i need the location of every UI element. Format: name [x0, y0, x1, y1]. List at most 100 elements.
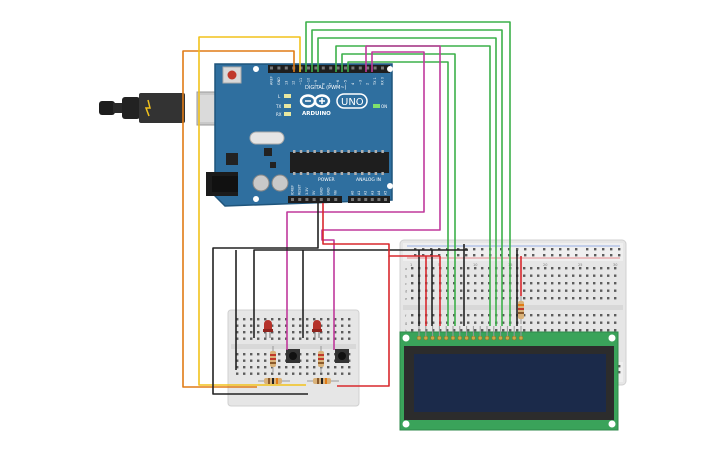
- breadboard-hole[interactable]: [236, 337, 239, 340]
- breadboard-hole[interactable]: [257, 324, 260, 327]
- breadboard-hole[interactable]: [544, 329, 547, 332]
- breadboard-hole[interactable]: [467, 282, 470, 285]
- breadboard-hole[interactable]: [327, 372, 330, 375]
- breadboard-hole[interactable]: [532, 248, 535, 251]
- breadboard-hole[interactable]: [495, 329, 498, 332]
- breadboard-hole[interactable]: [439, 329, 442, 332]
- header-pin[interactable]: [384, 198, 387, 201]
- header-pin[interactable]: [334, 198, 338, 201]
- breadboard-hole[interactable]: [271, 366, 274, 369]
- breadboard-hole[interactable]: [460, 329, 463, 332]
- breadboard-hole[interactable]: [320, 372, 323, 375]
- pushbutton-2[interactable]: [335, 349, 349, 363]
- breadboard-hole[interactable]: [558, 314, 561, 317]
- breadboard-hole[interactable]: [292, 372, 295, 375]
- breadboard-hole[interactable]: [250, 353, 253, 356]
- breadboard-hole[interactable]: [586, 314, 589, 317]
- breadboard-hole[interactable]: [502, 274, 505, 277]
- breadboard-hole[interactable]: [523, 282, 526, 285]
- wire-green-6[interactable]: [347, 61, 449, 326]
- wire-green-1[interactable]: [305, 21, 511, 326]
- breadboard-hole[interactable]: [481, 248, 484, 251]
- wire-green-5[interactable]: [341, 53, 456, 326]
- breadboard-hole[interactable]: [411, 267, 414, 270]
- wire-black-2[interactable]: [253, 249, 468, 338]
- breadboard-hole[interactable]: [474, 314, 477, 317]
- breadboard-hole[interactable]: [502, 329, 505, 332]
- breadboard-hole[interactable]: [593, 297, 596, 300]
- breadboard-hole[interactable]: [432, 274, 435, 277]
- breadboard-hole[interactable]: [594, 254, 597, 257]
- breadboard-hole[interactable]: [551, 314, 554, 317]
- breadboard-hole[interactable]: [551, 321, 554, 324]
- breadboard-hole[interactable]: [327, 318, 330, 321]
- breadboard-hole[interactable]: [579, 321, 582, 324]
- lcd-pin[interactable]: [430, 335, 435, 341]
- breadboard-hole[interactable]: [565, 321, 568, 324]
- lcd-pin[interactable]: [450, 335, 456, 341]
- breadboard-hole[interactable]: [474, 297, 477, 300]
- header-pin[interactable]: [351, 66, 355, 70]
- breadboard-hole[interactable]: [481, 282, 484, 285]
- breadboard-hole[interactable]: [544, 274, 547, 277]
- breadboard-hole[interactable]: [264, 366, 267, 369]
- breadboard-hole[interactable]: [565, 282, 568, 285]
- breadboard-hole[interactable]: [607, 314, 610, 317]
- breadboard-hole[interactable]: [537, 282, 540, 285]
- breadboard-hole[interactable]: [593, 321, 596, 324]
- breadboard-hole[interactable]: [618, 254, 621, 257]
- breadboard-hole[interactable]: [523, 329, 526, 332]
- breadboard-hole[interactable]: [551, 248, 554, 251]
- breadboard-hole[interactable]: [320, 337, 323, 340]
- breadboard-hole[interactable]: [572, 274, 575, 277]
- breadboard-hole[interactable]: [481, 297, 484, 300]
- breadboard-hole[interactable]: [313, 353, 316, 356]
- breadboard-hole[interactable]: [607, 267, 610, 270]
- breadboard-hole[interactable]: [264, 331, 267, 334]
- breadboard-hole[interactable]: [572, 297, 575, 300]
- lcd-pin[interactable]: [491, 335, 497, 341]
- breadboard-hole[interactable]: [481, 329, 484, 332]
- breadboard-hole[interactable]: [579, 289, 582, 292]
- header-pin[interactable]: [336, 66, 340, 70]
- breadboard-hole[interactable]: [292, 337, 295, 340]
- header-pin[interactable]: [321, 66, 325, 70]
- breadboard-hole[interactable]: [411, 297, 414, 300]
- wire-red-1[interactable]: [322, 203, 440, 257]
- breadboard-hole[interactable]: [586, 254, 589, 257]
- resistor-led-1[interactable]: [270, 346, 276, 372]
- breadboard-hole[interactable]: [481, 267, 484, 270]
- breadboard-hole[interactable]: [502, 314, 505, 317]
- breadboard-hole[interactable]: [313, 359, 316, 362]
- breadboard-hole[interactable]: [481, 321, 484, 324]
- breadboard-hole[interactable]: [334, 318, 337, 321]
- breadboard-hole[interactable]: [543, 248, 546, 251]
- breadboard-hole[interactable]: [313, 366, 316, 369]
- wire-green-2[interactable]: [311, 29, 503, 326]
- breadboard-hole[interactable]: [411, 289, 414, 292]
- header-pin[interactable]: [329, 66, 333, 70]
- header-pin[interactable]: [319, 198, 323, 201]
- wire-black-1[interactable]: [212, 203, 319, 395]
- wire-red-2[interactable]: [337, 256, 390, 387]
- breadboard-hole[interactable]: [243, 366, 246, 369]
- breadboard-hole[interactable]: [600, 282, 603, 285]
- breadboard-hole[interactable]: [544, 282, 547, 285]
- breadboard-hole[interactable]: [327, 331, 330, 334]
- breadboard-hole[interactable]: [271, 318, 274, 321]
- breadboard-hole[interactable]: [271, 324, 274, 327]
- breadboard-hole[interactable]: [618, 248, 621, 251]
- breadboard-hole[interactable]: [243, 359, 246, 362]
- breadboard-hole[interactable]: [250, 372, 253, 375]
- breadboard-hole[interactable]: [243, 318, 246, 321]
- breadboard-hole[interactable]: [432, 297, 435, 300]
- breadboard-hole[interactable]: [348, 337, 351, 340]
- breadboard-hole[interactable]: [243, 337, 246, 340]
- breadboard-hole[interactable]: [467, 321, 470, 324]
- breadboard-hole[interactable]: [544, 297, 547, 300]
- breadboard-hole[interactable]: [460, 321, 463, 324]
- breadboard-hole[interactable]: [607, 297, 610, 300]
- breadboard-hole[interactable]: [299, 353, 302, 356]
- breadboard-hole[interactable]: [565, 329, 568, 332]
